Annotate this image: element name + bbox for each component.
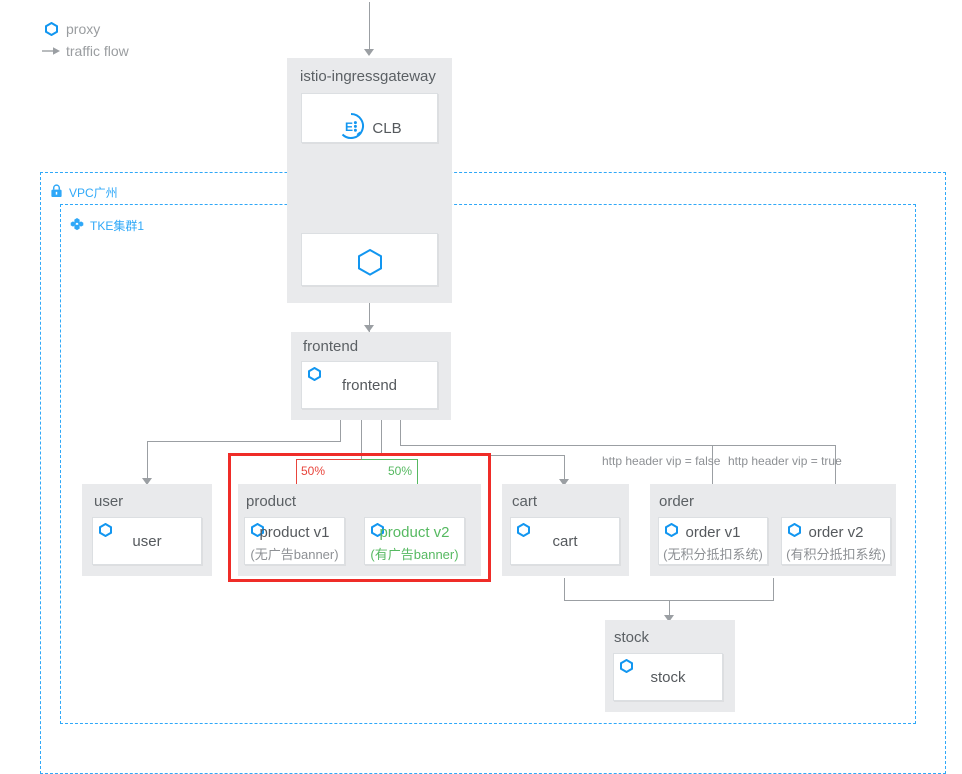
node-product-v1-label: product v1: [259, 524, 330, 541]
node-user-label: user: [132, 533, 162, 550]
legend-item-proxy: proxy: [40, 18, 129, 40]
zone-tke-label: TKE集群1: [90, 219, 145, 233]
node-frontend[interactable]: frontend: [301, 361, 438, 409]
zone-vpc-label: VPC广州: [69, 186, 118, 200]
edge-frontend-cart-stub: [381, 420, 382, 455]
group-title-stock: stock: [614, 629, 650, 646]
hexagon-proxy-icon: [665, 522, 678, 542]
edge-inbound: [369, 2, 370, 50]
group-title-cart: cart: [512, 493, 538, 510]
hexagon-proxy-icon: [620, 658, 633, 678]
node-gateway-proxy[interactable]: [301, 233, 438, 286]
clb-icon: E: [337, 112, 365, 145]
edge-cart-to-stock-stub: [564, 578, 565, 600]
node-product-v2-label: product v2: [379, 524, 450, 541]
group-title-frontend: frontend: [303, 338, 359, 355]
node-product-v1[interactable]: product v1 (无广告banner): [244, 517, 345, 565]
edge-stock-arrowhead: [664, 615, 674, 622]
edge-product-v1-horizontal: [296, 459, 362, 460]
group-title-user: user: [94, 493, 124, 510]
svg-text:E: E: [345, 120, 353, 134]
hexagon-proxy-icon: [788, 522, 801, 542]
hexagon-proxy-icon: [517, 522, 530, 542]
node-stock-label: stock: [650, 669, 686, 686]
hexagon-proxy-icon: [357, 248, 383, 281]
arrow-right-icon: [40, 45, 62, 57]
cluster-icon: [70, 217, 84, 234]
edge-label-order-v2-rule: http header vip = true: [728, 454, 842, 468]
edge-frontend-user-drop: [147, 441, 148, 481]
edge-proxy-to-frontend: [369, 286, 370, 332]
edge-inbound-arrowhead: [364, 49, 374, 56]
edge-frontend-user-horizontal: [147, 441, 341, 442]
node-order-v1-label: order v1: [685, 524, 741, 541]
edge-frontend-order-horizontal: [400, 445, 836, 446]
zone-vpc-header: VPC广州: [50, 184, 118, 201]
edge-order-to-stock-stub: [773, 578, 774, 600]
edge-frontend-cart-arrowhead: [559, 479, 569, 486]
node-product-v2[interactable]: product v2 (有广告banner): [364, 517, 465, 565]
product-highlight-box: [228, 453, 491, 582]
edge-proxy-to-frontend-arrowhead: [364, 325, 374, 332]
clb-label: CLB: [372, 120, 402, 137]
edge-label-product-v2-weight: 50%: [388, 464, 413, 478]
edge-frontend-user-stub: [340, 420, 341, 442]
edge-label-product-v1-weight: 50%: [301, 464, 326, 478]
node-order-v2-label: order v2: [808, 524, 864, 541]
node-cart-label: cart: [552, 533, 578, 550]
node-user[interactable]: user: [92, 517, 202, 565]
node-order-v2[interactable]: order v2 (有积分抵扣系统): [781, 517, 891, 565]
node-order-v1-sublabel: (无积分抵扣系统): [663, 547, 763, 562]
legend-label-traffic-flow: traffic flow: [66, 43, 129, 59]
edge-frontend-user-arrowhead: [142, 478, 152, 485]
edge-product-v2-horizontal: [361, 459, 417, 460]
zone-tke-header: TKE集群1: [70, 217, 144, 234]
node-product-v2-sublabel: (有广告banner): [370, 547, 459, 562]
edge-label-order-v1-rule: http header vip = false: [602, 454, 721, 468]
group-title-istio-ingressgateway: istio-ingressgateway: [300, 68, 436, 85]
node-order-v1[interactable]: order v1 (无积分抵扣系统): [658, 517, 768, 565]
legend: proxy traffic flow: [40, 18, 129, 62]
node-order-v2-sublabel: (有积分抵扣系统): [786, 547, 886, 562]
hexagon-proxy-icon: [308, 366, 321, 386]
hexagon-proxy-icon: [99, 522, 112, 542]
zone-tke: [60, 204, 916, 724]
legend-item-traffic-flow: traffic flow: [40, 40, 129, 62]
edge-frontend-product-stub: [361, 420, 362, 459]
edge-stock-drop: [669, 600, 670, 618]
hexagon-proxy-icon: [40, 22, 62, 36]
hexagon-proxy-icon: [251, 522, 264, 542]
edge-frontend-cart-drop: [564, 455, 565, 482]
lock-icon: [50, 184, 63, 201]
hexagon-proxy-icon: [371, 522, 384, 542]
node-stock[interactable]: stock: [613, 653, 723, 701]
node-product-v1-sublabel: (无广告banner): [250, 547, 339, 562]
node-frontend-label: frontend: [341, 377, 398, 394]
group-title-product: product: [246, 493, 297, 510]
edge-frontend-order-stub: [400, 420, 401, 445]
legend-label-proxy: proxy: [66, 21, 101, 37]
group-title-order: order: [659, 493, 695, 510]
node-clb[interactable]: E CLB: [301, 93, 438, 143]
node-cart[interactable]: cart: [510, 517, 620, 565]
